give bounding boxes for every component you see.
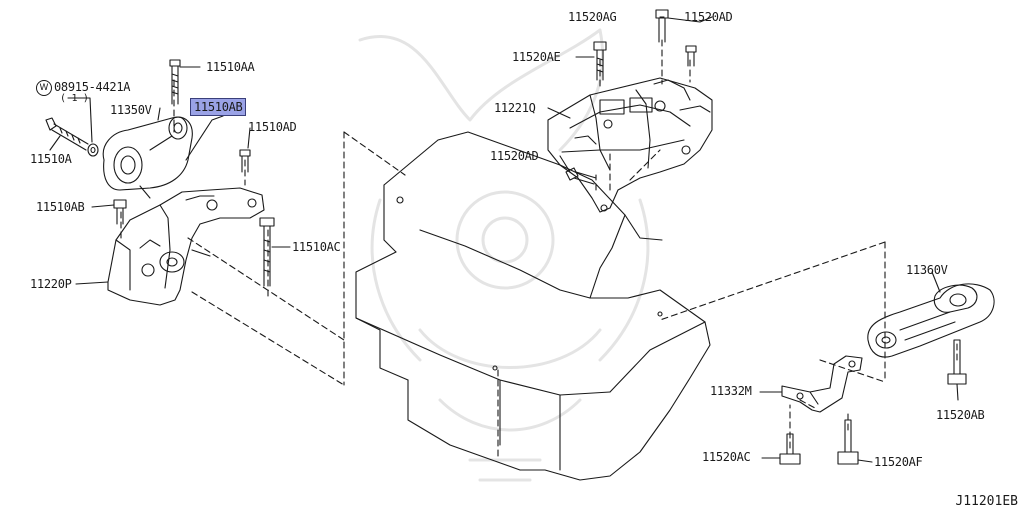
bolt-11520ag: [655, 9, 669, 43]
label-11520ad-top[interactable]: 11520AD: [684, 10, 733, 24]
label-11350v[interactable]: 11350V: [110, 103, 152, 117]
label-11520af[interactable]: 11520AF: [874, 455, 923, 469]
label-11520ae[interactable]: 11520AE: [512, 50, 561, 64]
bolt-11520ac: [779, 433, 801, 465]
label-11510ab-left[interactable]: 11510AB: [36, 200, 85, 214]
bracket-11220p: [107, 187, 265, 306]
label-11332m[interactable]: 11332M: [710, 384, 752, 398]
leader-lines: [49, 16, 959, 463]
washer-symbol-icon: W: [36, 80, 52, 96]
bolt-11510ab-left: [113, 199, 127, 225]
bolt-11510aa: [169, 59, 181, 105]
label-11510a[interactable]: 11510A: [30, 152, 72, 166]
bolt-11510ad: [239, 149, 251, 173]
label-11221q[interactable]: 11221Q: [494, 101, 536, 115]
label-08915-4421a[interactable]: 08915-4421A: [54, 80, 131, 94]
label-11510ac[interactable]: 11510AC: [292, 240, 341, 254]
bracket-11221q: [547, 77, 713, 213]
label-11510ad[interactable]: 11510AD: [248, 120, 297, 134]
torque-rod-11360v: [867, 283, 995, 358]
label-11510aa[interactable]: 11510AA: [206, 60, 255, 74]
label-08915-qty: ( 1 ): [60, 93, 89, 104]
bolt-11520ab: [947, 339, 967, 385]
diagram-reference-code: J11201EB: [955, 494, 1018, 509]
bolt-11510a: [45, 117, 99, 157]
watermark-emblem: [358, 28, 650, 482]
bolt-11520af: [837, 419, 859, 465]
label-11520ag[interactable]: 11520AG: [568, 10, 617, 24]
label-11510ab-selected[interactable]: 11510AB: [190, 98, 247, 116]
label-11220p[interactable]: 11220P: [30, 277, 72, 291]
bolt-11510ac: [259, 217, 275, 287]
label-11360v[interactable]: 11360V: [906, 263, 948, 277]
engine-block: [355, 131, 711, 481]
bracket-11332m: [781, 355, 863, 413]
bolt-11520ad-mid: [565, 167, 597, 185]
label-11520ad-mid[interactable]: 11520AD: [490, 149, 539, 163]
bolt-11520ad-top: [685, 45, 697, 67]
bolt-11520ae: [593, 41, 607, 81]
label-11520ac[interactable]: 11520AC: [702, 450, 751, 464]
label-11520ab[interactable]: 11520AB: [936, 408, 985, 422]
engine-mount-11350v: [102, 116, 193, 199]
